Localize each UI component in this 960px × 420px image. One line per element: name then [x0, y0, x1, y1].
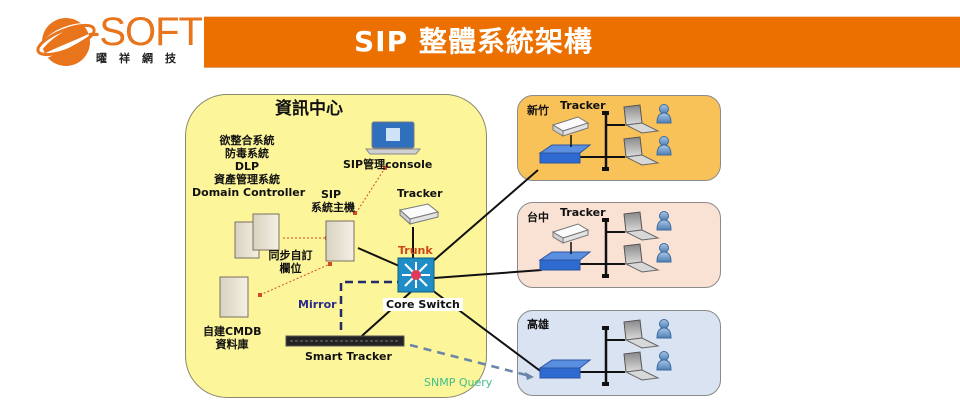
user-icon [659, 211, 669, 221]
branch-kaohsiung-zone [517, 310, 721, 396]
branch-hsinchu-zone [517, 95, 721, 181]
sip-host-server-icon [325, 220, 355, 262]
cmdb-label-line: 自建CMDB [203, 325, 262, 338]
mirror-label: Mirror [298, 298, 337, 311]
smart-tracker-label: Smart Tracker [305, 350, 392, 363]
tracker-appliance-icon [398, 203, 440, 226]
system-item: 欲整合系統 [219, 134, 275, 147]
cmdb-label-line: 資料庫 [215, 338, 249, 351]
logo-brand-text: -SOFT [87, 10, 203, 54]
sip-host-label-line: SIP [320, 188, 342, 201]
sip-host-label: SIP 系統主機 [311, 188, 355, 214]
cmdb-server-icon [219, 276, 249, 318]
snmp-arrow-icon [525, 372, 534, 380]
branch-taichung-zone [517, 202, 721, 288]
dc-tracker-label: Tracker [397, 187, 443, 200]
branch-switch-icon [538, 251, 592, 261]
logo-subtitle: 曜祥網技 [96, 52, 188, 65]
sync-label-line: 同步自訂 [268, 249, 313, 262]
branch-hsinchu-tracker-label: Tracker [560, 99, 606, 112]
snmp-query-label: SNMP Query [424, 376, 493, 389]
console-laptop-icon [364, 121, 422, 155]
branch-switch-icon [538, 144, 592, 154]
branch-2-devices [538, 319, 672, 386]
system-item: 防毒系統 [225, 147, 269, 160]
user-icon [659, 243, 669, 253]
branch-hsinchu-name: 新竹 [527, 104, 549, 117]
sip-host-label-line: 系統主機 [311, 201, 355, 214]
branch-1-devices [538, 211, 672, 278]
branch-devices [538, 104, 672, 386]
laptop-icon [623, 211, 643, 233]
system-item: DLP [234, 160, 260, 173]
snmp-query-link [409, 343, 531, 378]
link-core-hsinchu [431, 169, 539, 263]
branch-0-devices [538, 104, 672, 171]
user-icon [659, 136, 669, 146]
core-switch-icon [397, 257, 435, 293]
console-label: SIP管理console [343, 158, 433, 171]
integrated-servers-icon [234, 213, 280, 259]
globe-logo-icon [36, 18, 96, 66]
link-core-taichung [433, 269, 543, 279]
laptop-icon [623, 243, 643, 265]
company-logo [28, 10, 198, 70]
smart-tracker-appliance-icon [285, 335, 405, 347]
laptop-icon [623, 351, 643, 373]
laptop-icon [623, 104, 643, 126]
sync-fields-label: 同步自訂 欄位 [263, 249, 318, 275]
data-center-title: 資訊中心 [275, 99, 343, 119]
system-item: 資產管理系統 [214, 173, 280, 186]
user-icon [659, 351, 669, 361]
system-item: Domain Controller [192, 186, 306, 199]
trunk-label: Trunk [398, 244, 433, 257]
core-switch-label: Core Switch [383, 298, 463, 311]
branch-switch-icon [538, 359, 592, 369]
page-title: SIP 整體系統架構 [354, 25, 593, 58]
data-flow-arrows [259, 167, 386, 296]
branch-taichung-tracker-label: Tracker [560, 206, 606, 219]
branch-taichung-name: 台中 [527, 211, 549, 224]
laptop-icon [623, 136, 643, 158]
user-icon [659, 104, 669, 114]
cmdb-label: 自建CMDB 資料庫 [203, 325, 262, 351]
title-bar [204, 17, 960, 67]
laptop-icon [623, 319, 643, 341]
sync-label-line: 欄位 [279, 262, 302, 275]
branch-kaohsiung-name: 高雄 [527, 318, 549, 331]
user-icon [659, 319, 669, 329]
integrated-systems-list: 欲整合系統 防毒系統 DLP 資產管理系統 Domain Controller [192, 134, 306, 199]
